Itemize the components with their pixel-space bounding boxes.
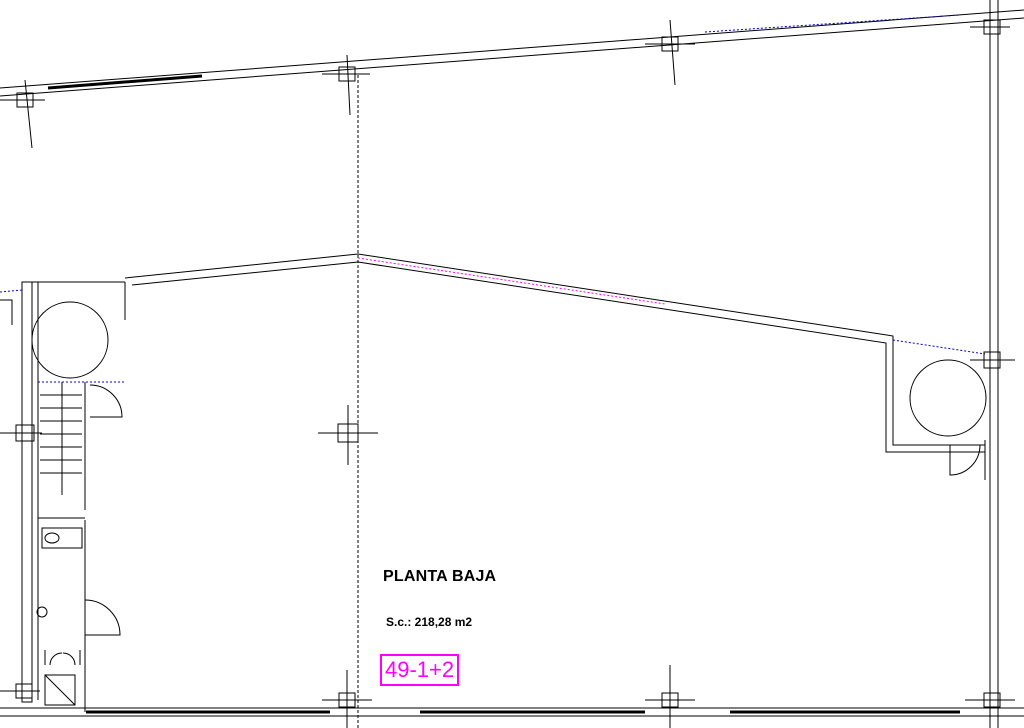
interior-columns: [0, 351, 1015, 728]
surface-area: S.c.: 218,28 m2: [386, 615, 473, 629]
top-facade-wall: [0, 9, 1024, 97]
left-circle-element: [31, 301, 109, 379]
left-core: [0, 281, 126, 712]
stair: [40, 382, 82, 495]
right-circle-element: [909, 359, 987, 437]
inner-wall: [124, 253, 986, 480]
plan-title: PLANTA BAJA: [383, 568, 497, 585]
right-door: [949, 444, 981, 476]
bottom-facade-wall: [0, 707, 1024, 717]
right-wall: [989, 0, 999, 728]
unit-code-label: 49-1+2: [380, 654, 460, 686]
